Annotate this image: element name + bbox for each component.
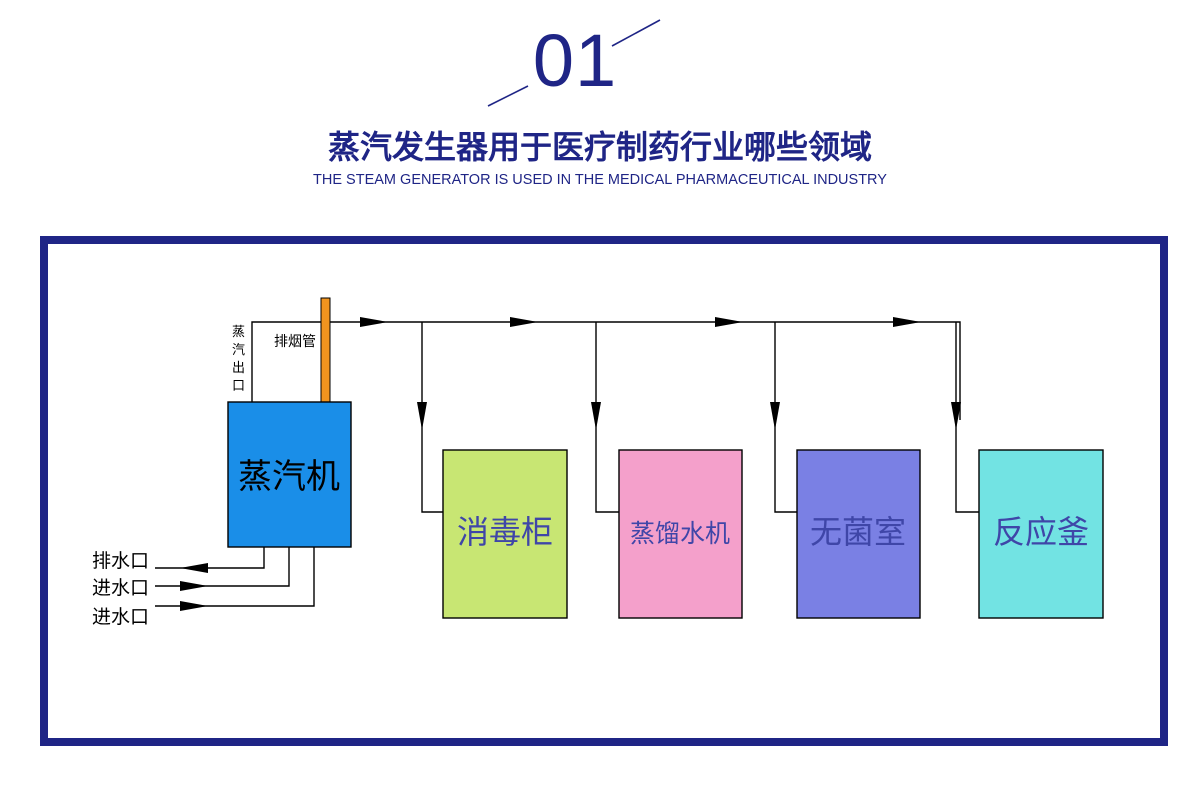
steam-outlet-label-2: 汽 xyxy=(232,343,245,358)
unit-label-clean-room: 无菌室 xyxy=(810,513,906,551)
main-steam-pipe xyxy=(251,321,961,420)
decor-line-left xyxy=(487,85,529,107)
unit-label-disinfection-cabinet: 消毒柜 xyxy=(457,513,553,551)
diagram-frame xyxy=(40,236,1168,746)
branch-pipes xyxy=(421,322,980,513)
steam-generator-label: 蒸汽机 xyxy=(238,457,340,497)
header-decoration xyxy=(487,19,661,107)
steam-outlet-label-4: 口 xyxy=(232,379,245,394)
unit-reactor: 反应釜 xyxy=(978,449,1104,619)
unit-disinfection-cabinet: 消毒柜 xyxy=(442,449,568,619)
drain-outlet-label: 排水口 xyxy=(92,550,149,572)
unit-label-water-distiller: 蒸馏水机 xyxy=(630,519,730,548)
main-pipe-arrows xyxy=(360,317,921,327)
unit-label-reactor: 反应釜 xyxy=(993,513,1089,551)
steam-outlet-label-1: 蒸 xyxy=(232,325,245,340)
chimney-pipe xyxy=(320,297,331,405)
water-inlet-label-2: 进水口 xyxy=(92,606,149,628)
chimney-label: 排烟管 xyxy=(274,334,316,350)
steam-generator-box xyxy=(227,401,352,548)
branch-arrows xyxy=(417,402,961,430)
page-title: 蒸汽发生器用于医疗制药行业哪些领域 xyxy=(327,128,872,166)
unit-clean-room: 无菌室 xyxy=(796,449,921,619)
page-subtitle: THE STEAM GENERATOR IS USED IN THE MEDIC… xyxy=(313,172,887,188)
water-pipe-arrows xyxy=(180,563,208,611)
water-inlet-label-1: 进水口 xyxy=(92,577,149,599)
steam-outlet-label-3: 出 xyxy=(232,361,245,376)
unit-water-distiller: 蒸馏水机 xyxy=(618,449,743,619)
decor-line-right xyxy=(611,19,661,47)
section-number: 01 xyxy=(532,19,618,102)
water-pipes xyxy=(155,547,315,607)
